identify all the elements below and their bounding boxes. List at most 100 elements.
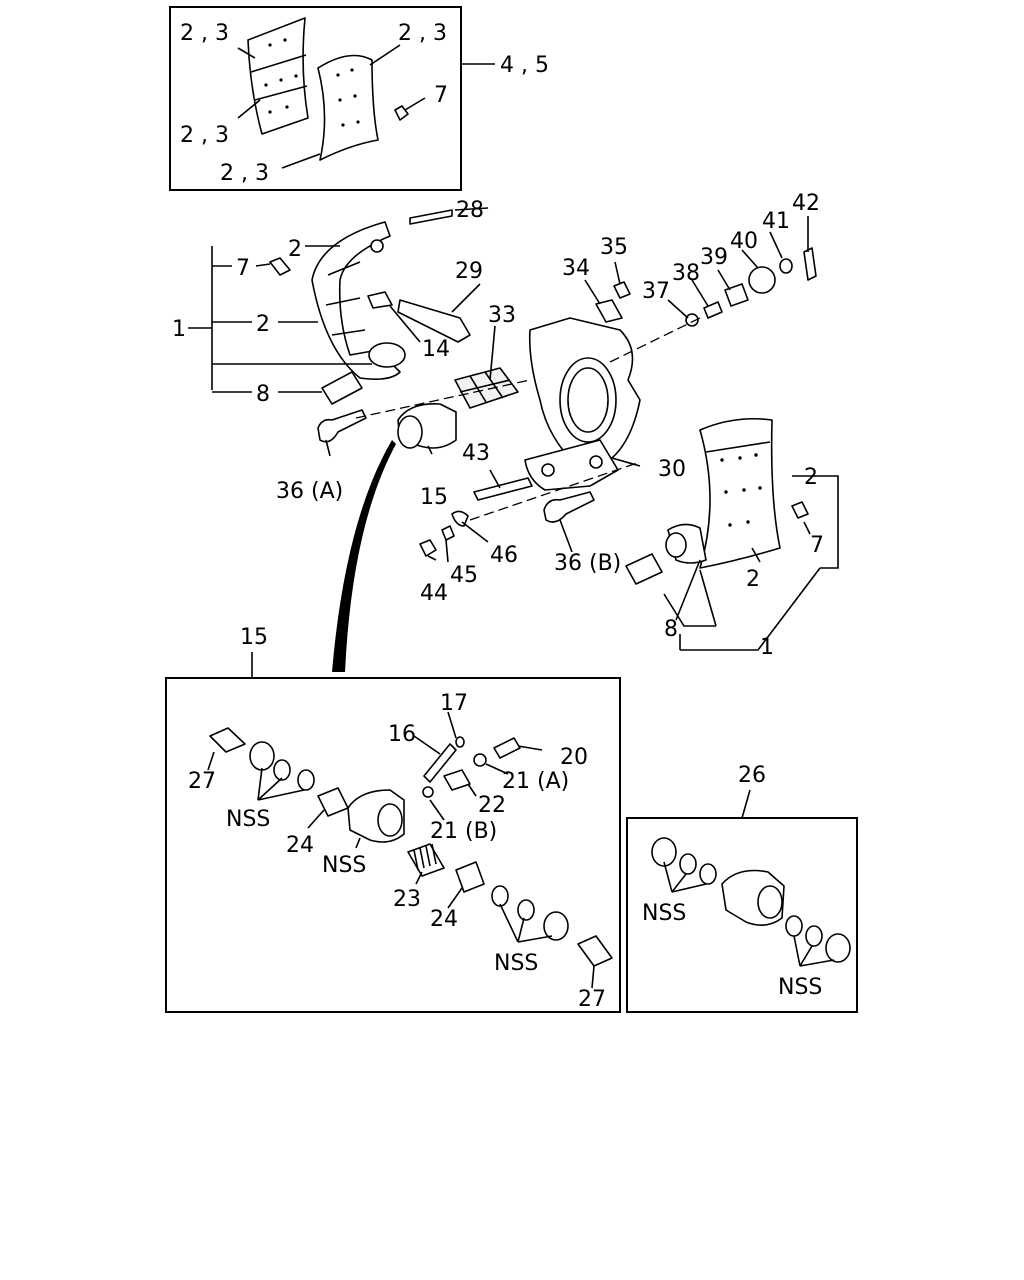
washer-37 [685,313,699,327]
cylinder-body-bore [377,803,403,837]
callout-39: 39 [700,245,728,270]
lining-right [317,54,379,161]
callout-35: 35 [600,235,628,260]
assy-seal-top [679,853,697,875]
callout-lining-a: 2 , 3 [180,21,229,46]
callout-27-top: 27 [188,769,216,794]
lining-left [247,17,309,135]
brake-shoe-right [699,417,781,569]
callout-28: 28 [456,198,484,223]
callout-34: 34 [562,256,590,281]
shoe-left-boss [368,342,406,368]
spring-29 [397,299,471,343]
detail-wheel-cylinder: 15 17 16 20 21 (A) 22 21 (B) 27 NSS 24 N… [165,625,621,1013]
boot-pin-27-bottom [577,935,613,967]
clip-46 [451,510,469,527]
bushing-8-left [321,371,363,405]
callout-nss-b: NSS [322,853,366,878]
lower-bracket [524,439,619,491]
callout-17: 17 [440,691,468,716]
pin-42 [803,247,817,281]
inset-brake-lining: 2 , 3 2 , 3 2 , 3 2 , 3 4 , 5 7 [169,6,549,191]
callout-nss-a: NSS [226,807,270,832]
callout-lining-c: 2 , 3 [180,123,229,148]
bolt-7-right [791,501,809,519]
callout-29: 29 [455,259,483,284]
assy-seal-bottom [805,925,823,947]
bushing-8-right [625,553,663,585]
callout-27-bottom: 27 [578,987,606,1012]
callout-41: 41 [762,209,790,234]
detail-15-title: 15 [240,625,268,650]
bolt-44 [419,539,437,557]
callout-2-top: 2 [288,237,302,262]
assy-boot-bottom [825,933,851,963]
callout-44: 44 [420,581,448,606]
callout-20: 20 [560,745,588,770]
callout-nss-c: NSS [494,951,538,976]
bolt-7-left [269,257,291,276]
callout-23: 23 [393,887,421,912]
boot-cap-top [249,741,275,771]
piston-24-bottom [455,861,485,893]
callout-2-low: 2 [746,567,760,592]
callout-2-mid: 2 [256,312,270,337]
callout-40: 40 [730,229,758,254]
washer-45 [441,525,455,541]
shim-33-grid [459,371,511,403]
washer-41 [779,258,793,274]
lining-bolt [394,105,409,121]
detail-26-frame [626,817,858,1013]
bleeder-16 [423,743,457,783]
detail-cylinder-assembly: 26 NSS NSS [626,763,858,1013]
callout-lining-bolt: 7 [434,83,448,108]
brake-shoe-right-edge [705,441,771,453]
washer-21b [422,786,434,798]
inset-brake-lining-frame [169,6,462,191]
backing-plate-center-hole [559,357,617,443]
callout-16: 16 [388,722,416,747]
main-exploded-view: 28 2 7 1 2 8 29 14 33 36 (A) 15 43 34 35… [172,191,839,672]
callout-45: 45 [450,563,478,588]
pin-43 [473,477,533,501]
anchor-36b [543,491,595,523]
callout-lining-d: 2 , 3 [220,161,269,186]
callout-38: 38 [672,261,700,286]
bolt-20 [493,737,521,759]
union-22 [443,769,471,791]
callout-8-left: 8 [256,382,270,407]
detail-26-title-leader [741,789,751,819]
boot-cap-bottom [543,911,569,941]
wheel-cylinder-15-bore [397,415,423,449]
callout-42: 42 [792,191,820,216]
boot-pin-27-top [209,727,246,753]
callout-8-right: 8 [664,617,678,642]
adjuster-wheel-40 [748,266,776,294]
callout-14: 14 [422,337,450,362]
adjuster-39 [724,283,749,307]
callout-assy-nss-a: NSS [642,901,686,926]
callout-1-left: 1 [172,317,186,342]
callout-7-right: 7 [810,533,824,558]
assy-cylinder-bore [757,885,783,919]
callout-lining-assy: 4 , 5 [500,53,549,78]
detail-26-title: 26 [738,763,766,788]
callout-24-bottom: 24 [430,907,458,932]
callout-7-left: 7 [236,256,250,281]
spring-seat-bottom [491,885,509,907]
cap-17 [455,736,465,748]
callout-21a: 21 (A) [502,769,569,794]
callout-36b: 36 (B) [554,551,621,576]
clip-34 [595,299,623,323]
lining-left-seams [250,54,308,101]
callout-assy-nss-b: NSS [778,975,822,1000]
inset-leaders [237,44,495,169]
seal-cup-bottom [517,899,535,921]
pin-28 [409,209,453,225]
detail-callout-sweep [332,440,396,672]
brake-shoe-left [311,221,401,380]
callout-lining-b: 2 , 3 [398,21,447,46]
callout-2-right: 2 [804,465,818,490]
callout-24-top: 24 [286,833,314,858]
